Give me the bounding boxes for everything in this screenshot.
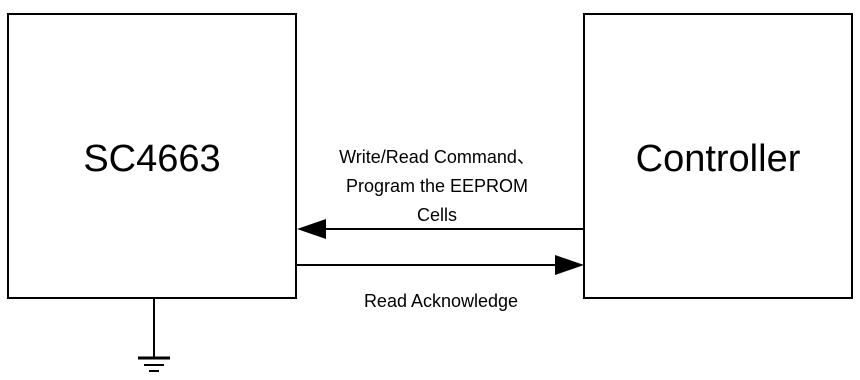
acknowledge-arrowhead	[555, 255, 584, 275]
acknowledge-arrow	[296, 255, 584, 275]
command-label-line-2: Program the EEPROM	[346, 176, 528, 196]
sc4663-label: SC4663	[83, 138, 220, 180]
command-arrowhead	[297, 219, 326, 239]
command-label: Write/Read Command、 Program the EEPROM C…	[339, 147, 535, 225]
acknowledge-label: Read Acknowledge	[364, 291, 518, 311]
sc4663-box	[7, 13, 297, 299]
ground-icon	[138, 298, 170, 372]
command-label-line-1: Write/Read Command、	[339, 147, 535, 167]
controller-block: Controller	[583, 13, 853, 299]
command-label-line-3: Cells	[417, 205, 457, 225]
sc4663-block: SC4663	[7, 13, 297, 299]
controller-label: Controller	[636, 138, 801, 180]
command-arrow	[297, 219, 584, 239]
controller-box	[583, 13, 853, 299]
